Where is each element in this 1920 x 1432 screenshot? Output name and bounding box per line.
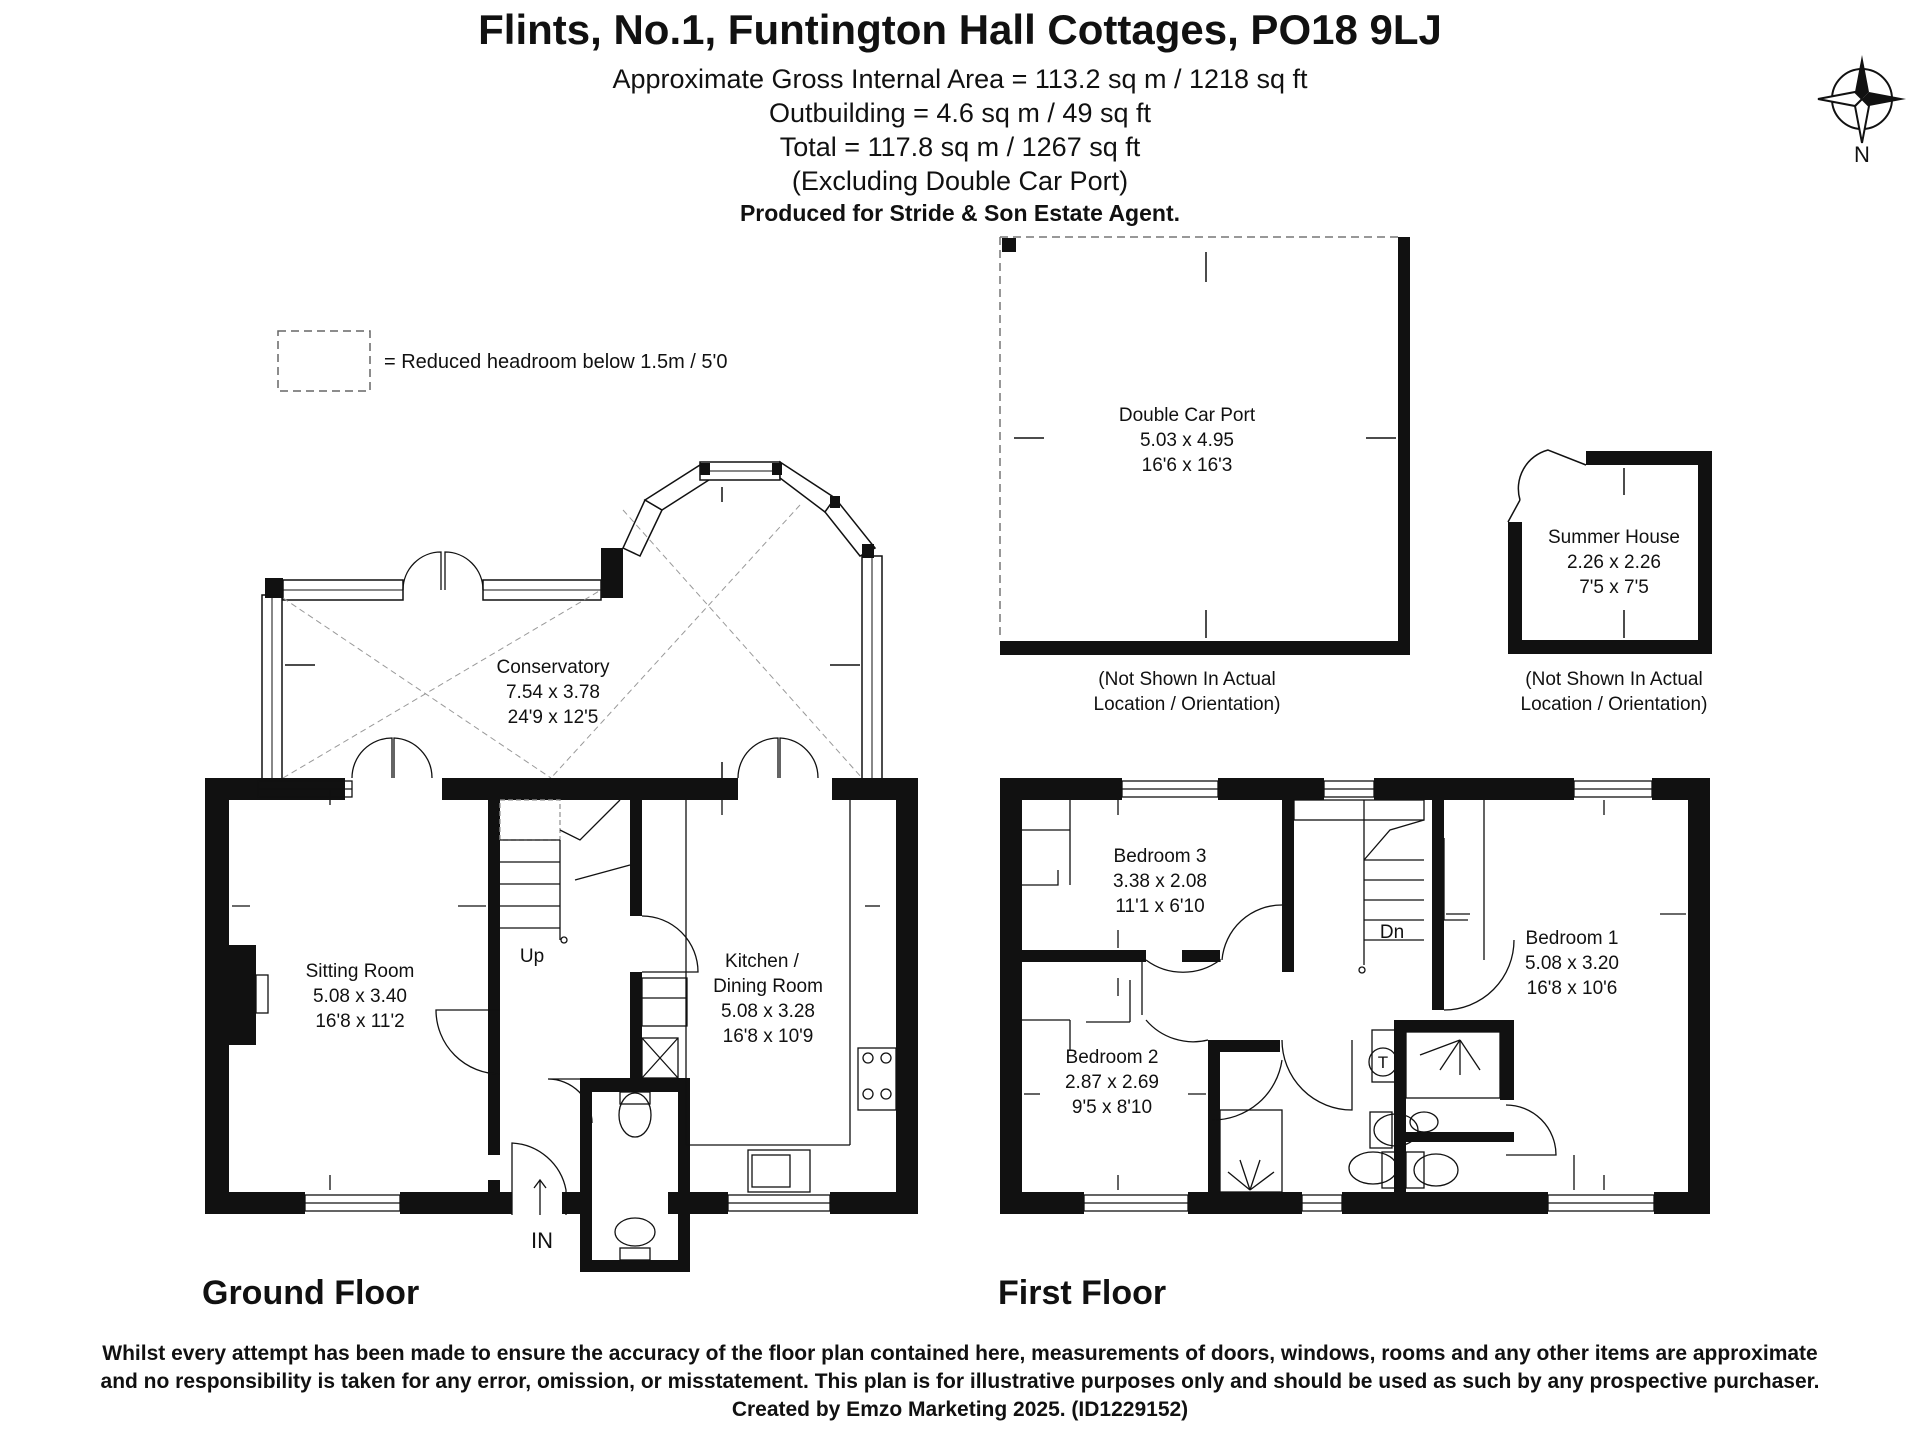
- conservatory-name: Conservatory: [497, 657, 610, 678]
- bedroom3-metric: 3.38 x 2.08: [1113, 871, 1207, 892]
- disclaimer-line2: and no responsibility is taken for any e…: [100, 1370, 1820, 1393]
- total-area: Total = 117.8 sq m / 1267 sq ft: [779, 132, 1141, 162]
- summer-house: [1507, 449, 1712, 654]
- plan-title: Flints, No.1, Funtington Hall Cottages, …: [478, 6, 1442, 53]
- bedroom1-metric: 5.08 x 3.20: [1525, 953, 1619, 974]
- summer-house-name: Summer House: [1548, 527, 1680, 548]
- ground-floor-fixtures: [232, 780, 897, 1261]
- entrance-label: IN: [531, 1228, 553, 1253]
- bedroom2-imperial: 9'5 x 8'10: [1072, 1097, 1152, 1118]
- stairs-down-label: Dn: [1380, 922, 1404, 943]
- summer-house-note-line1: (Not Shown In Actual: [1525, 669, 1702, 690]
- tank-label: T: [1378, 1053, 1388, 1072]
- bedroom2-metric: 2.87 x 2.69: [1065, 1072, 1159, 1093]
- sitting-room-imperial: 16'8 x 11'2: [315, 1011, 404, 1032]
- kitchen-imperial: 16'8 x 10'9: [723, 1026, 814, 1047]
- bedroom3-imperial: 11'1 x 6'10: [1115, 896, 1204, 917]
- bedroom2-name: Bedroom 2: [1066, 1047, 1159, 1068]
- compass-north-label: N: [1854, 142, 1870, 167]
- credit-line: Created by Emzo Marketing 2025. (ID12291…: [731, 1398, 1189, 1421]
- summer-house-metric: 2.26 x 2.26: [1567, 552, 1661, 573]
- car-port-note-line1: (Not Shown In Actual: [1098, 669, 1275, 690]
- car-port-metric: 5.03 x 4.95: [1140, 430, 1234, 451]
- car-port-imperial: 16'6 x 16'3: [1142, 455, 1233, 476]
- stairs-up-label: Up: [520, 946, 544, 967]
- first-floor-walls: [1000, 778, 1710, 1214]
- conservatory-metric: 7.54 x 3.78: [506, 682, 600, 703]
- gross-internal-area: Approximate Gross Internal Area = 113.2 …: [612, 64, 1308, 94]
- ground-floor-label: Ground Floor: [202, 1274, 419, 1312]
- bedroom1-imperial: 16'8 x 10'6: [1527, 978, 1618, 999]
- conservatory: [261, 460, 883, 781]
- bedroom1-name: Bedroom 1: [1526, 928, 1619, 949]
- first-floor-label: First Floor: [998, 1274, 1166, 1312]
- bedroom3-name: Bedroom 3: [1114, 846, 1207, 867]
- sitting-room-name: Sitting Room: [306, 961, 415, 982]
- car-port-note-line2: Location / Orientation): [1094, 694, 1281, 715]
- legend-text: = Reduced headroom below 1.5m / 5'0: [384, 351, 727, 373]
- outbuilding-area: Outbuilding = 4.6 sq m / 49 sq ft: [769, 98, 1151, 128]
- compass-icon: [1817, 55, 1906, 144]
- ground-floor-walls: [205, 778, 918, 1272]
- summer-house-imperial: 7'5 x 7'5: [1579, 577, 1649, 598]
- kitchen-name-line2: Dining Room: [713, 976, 823, 997]
- sitting-room-metric: 5.08 x 3.40: [313, 986, 407, 1007]
- summer-house-note-line2: Location / Orientation): [1521, 694, 1708, 715]
- conservatory-imperial: 24'9 x 12'5: [508, 707, 599, 728]
- excluding-note: (Excluding Double Car Port): [791, 166, 1129, 196]
- car-port-name: Double Car Port: [1119, 405, 1256, 426]
- disclaimer: Whilst every attempt has been made to en…: [0, 1340, 1920, 1424]
- disclaimer-line1: Whilst every attempt has been made to en…: [102, 1342, 1818, 1365]
- kitchen-name-line1: Kitchen /: [725, 951, 800, 972]
- kitchen-metric: 5.08 x 3.28: [721, 1001, 815, 1022]
- first-floor-fixtures: [1022, 780, 1686, 1212]
- legend-reduced-headroom-swatch: [277, 330, 371, 392]
- double-car-port: [999, 236, 1410, 655]
- produced-for: Produced for Stride & Son Estate Agent.: [739, 200, 1181, 226]
